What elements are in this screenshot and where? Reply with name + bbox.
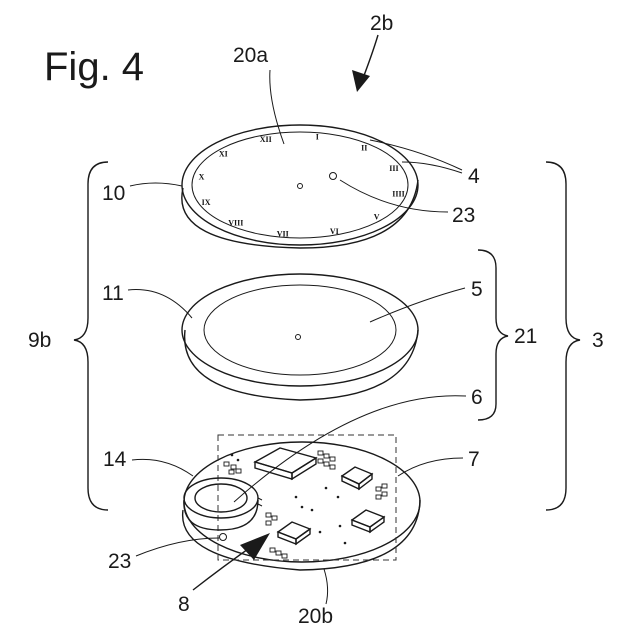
pads	[231, 454, 347, 545]
label-23-bottom: 23	[108, 550, 131, 573]
dial-numeral: XI	[219, 150, 228, 159]
label-21: 21	[514, 325, 537, 348]
label-6: 6	[471, 386, 483, 409]
chip-large	[255, 448, 316, 479]
leader-10	[130, 183, 182, 186]
arrow-2b	[352, 35, 378, 92]
ring-disc	[182, 274, 418, 400]
ring-center-hole	[296, 335, 301, 340]
dial-disc	[182, 125, 418, 248]
label-23-top: 23	[452, 204, 475, 227]
leader-20b	[324, 569, 328, 604]
brace-3	[546, 162, 580, 510]
label-11: 11	[102, 282, 124, 305]
figure-title: Fig. 4	[44, 45, 144, 89]
label-9b: 9b	[28, 329, 51, 352]
center-hole	[298, 184, 303, 189]
dial-numeral: III	[389, 164, 398, 173]
leader-14	[132, 459, 193, 476]
leader-5	[370, 288, 465, 322]
dial-numeral: V	[374, 213, 380, 222]
dial-numerals: IIIIIIIIIIVVIVIIVIIIIXXXIXII	[199, 133, 405, 239]
battery	[184, 478, 262, 530]
leader-7	[398, 458, 463, 476]
label-7: 7	[468, 448, 480, 471]
hand-hole	[330, 173, 337, 180]
dial-numeral: IIII	[392, 190, 404, 199]
dial-numeral: I	[316, 133, 319, 142]
label-20b: 20b	[298, 605, 333, 628]
arrow-8	[193, 533, 270, 590]
label-2b: 2b	[370, 12, 393, 35]
bottom-hole	[220, 534, 227, 541]
chip-right-top	[342, 467, 372, 489]
label-3: 3	[592, 329, 604, 352]
leader-11	[128, 290, 192, 318]
label-8: 8	[178, 593, 190, 616]
dial-numeral: IX	[202, 198, 211, 207]
dial-numeral: II	[361, 143, 367, 152]
leader-6	[234, 396, 466, 502]
module-disc	[183, 435, 420, 570]
leader-23-bottom	[136, 538, 219, 556]
label-14: 14	[103, 448, 127, 471]
label-10: 10	[102, 182, 125, 205]
leader-4a	[370, 140, 462, 170]
dial-numeral: XII	[260, 135, 272, 144]
dial-numeral: X	[199, 173, 205, 182]
chip-right-bottom	[352, 510, 384, 532]
label-5: 5	[471, 278, 483, 301]
dial-numeral: VIII	[228, 219, 243, 228]
dial-numeral: VI	[330, 227, 339, 236]
chip-left-bottom	[278, 522, 310, 544]
label-4: 4	[468, 165, 480, 188]
dial-numeral: VII	[277, 229, 289, 238]
label-20a: 20a	[233, 44, 268, 67]
